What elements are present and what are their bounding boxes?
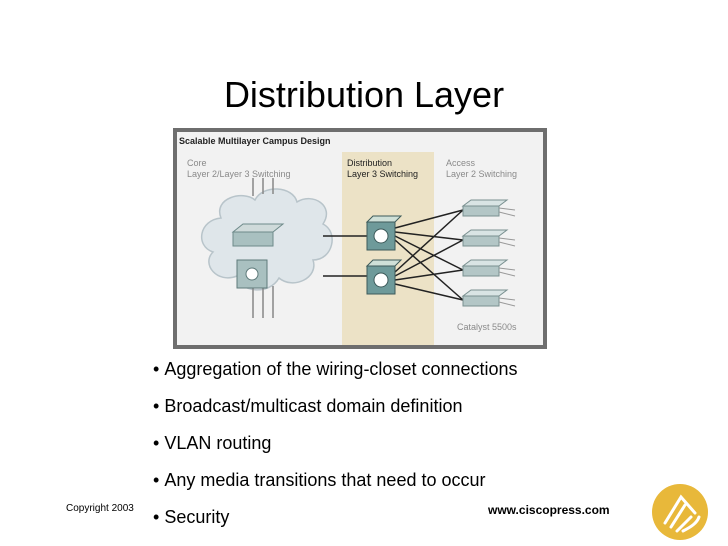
bullet-text: Any media transitions that need to occur <box>164 470 486 490</box>
copyright-text: Copyright 2003 <box>66 503 134 514</box>
access-title: Access <box>446 158 476 168</box>
slide-title: Distribution Layer <box>223 74 505 115</box>
access-switch-1 <box>461 199 516 217</box>
core-router <box>236 259 268 289</box>
cisco-press-logo-icon <box>652 484 708 540</box>
core-title: Core <box>187 158 207 168</box>
access-switch-4 <box>461 289 516 307</box>
bullet-item: •VLAN routing <box>153 433 272 453</box>
diagram-heading: Scalable Multilayer Campus Design <box>179 136 331 146</box>
bullet-item: •Any media transitions that need to occu… <box>153 470 486 490</box>
distribution-subtitle: Layer 3 Switching <box>347 169 418 179</box>
bullet-text: Security <box>164 507 230 527</box>
bullet-text: VLAN routing <box>164 433 272 453</box>
distribution-access-links <box>394 209 464 301</box>
bullet-item: •Security <box>153 507 230 527</box>
core-subtitle: Layer 2/Layer 3 Switching <box>187 169 291 179</box>
bullet-list: •Aggregation of the wiring-closet connec… <box>153 357 518 542</box>
bullet-text: Aggregation of the wiring-closet connect… <box>164 359 518 379</box>
bullet-item: •Aggregation of the wiring-closet connec… <box>153 359 518 379</box>
core-switch <box>231 223 285 247</box>
access-switch-2 <box>461 229 516 247</box>
distribution-title: Distribution <box>347 158 392 168</box>
device-label: Catalyst 5500s <box>457 322 517 332</box>
bullet-item: •Broadcast/multicast domain definition <box>153 396 463 416</box>
campus-design-diagram: Scalable Multilayer Campus Design Core L… <box>173 128 547 349</box>
distribution-switch-1 <box>365 215 403 251</box>
access-switch-3 <box>461 259 516 277</box>
access-subtitle: Layer 2 Switching <box>446 169 517 179</box>
distribution-switch-2 <box>365 259 403 295</box>
bullet-text: Broadcast/multicast domain definition <box>164 396 463 416</box>
website-url: www.ciscopress.com <box>488 503 610 517</box>
